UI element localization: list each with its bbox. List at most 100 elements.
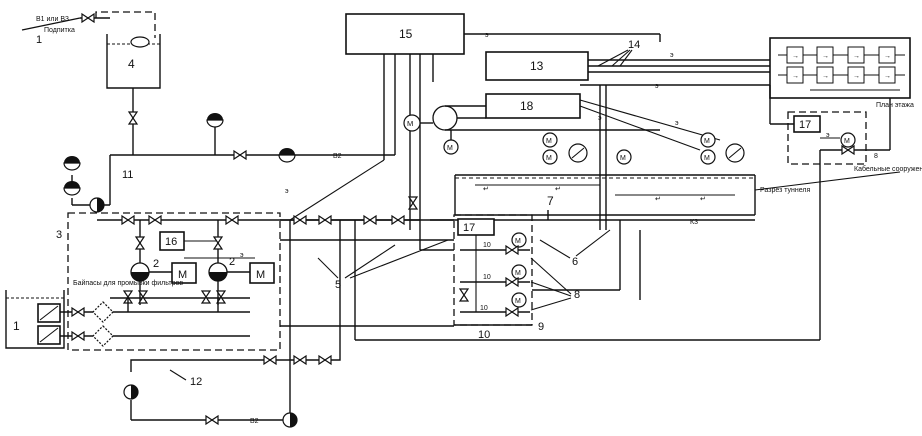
callout-12: 12 [190, 376, 202, 388]
ring-valve-1[interactable] [263, 355, 277, 365]
controller-18: 18 э э [485, 83, 770, 151]
filter-valve-2[interactable] [71, 331, 85, 341]
ring-main-12: В2 12 [123, 220, 341, 428]
lower-valve[interactable] [205, 415, 219, 425]
callout-2a: 2 [153, 258, 159, 270]
tunnel-label: Разрез туннеля [760, 187, 811, 194]
arrow-2: → [822, 53, 829, 60]
pressure-tank-top [206, 112, 224, 128]
motor-g3-glyph: М [515, 298, 521, 305]
group-valve-2[interactable] [505, 277, 519, 287]
callout-1: 1 [13, 319, 20, 333]
tank-4: 4 [106, 34, 161, 155]
arrow-7: → [853, 73, 860, 80]
dist-valve-1[interactable] [293, 215, 307, 225]
inlet-label: В1 или В3 [36, 16, 69, 23]
callout-10c: 10 [480, 305, 488, 312]
arrow-6: → [822, 73, 829, 80]
motor-r-glyph: М [844, 138, 850, 145]
dist-valve-3[interactable] [363, 215, 377, 225]
check-valve-left [89, 197, 105, 213]
callout-8a: 8 [874, 153, 878, 160]
bypass-label: Байпасы для промывки фильтров [73, 279, 183, 287]
inlet-valve[interactable] [81, 13, 95, 23]
arrow-3: → [853, 53, 860, 60]
signal-18: э [655, 83, 659, 90]
dist-valve-2[interactable] [318, 215, 332, 225]
pump-station-3: 3 2 М 16 э 2 М Байпасы для п [40, 212, 420, 351]
pipe-b2-lower: В2 [250, 418, 259, 425]
header-valve[interactable] [233, 150, 247, 160]
valve-group-17b: 17 э М 8 [769, 85, 891, 165]
motor-b-glyph: М [546, 138, 552, 145]
motor-f-glyph: М [704, 155, 710, 162]
motor-g1-glyph: М [515, 238, 521, 245]
callout-3: 3 [56, 229, 62, 241]
callout-14: 14 [628, 39, 640, 51]
callout-10d: 10 [478, 329, 490, 341]
motor-g2-glyph: М [515, 270, 521, 277]
reservoir-1: 1 [5, 290, 65, 349]
callout-5: 5 [335, 279, 341, 291]
arrow-5: → [792, 73, 799, 80]
motor-d-glyph: М [620, 155, 626, 162]
signal-diag: э [285, 188, 289, 195]
group-valve-1[interactable] [505, 245, 519, 255]
tunnel-section: ↵ ↵ ↵ ↵ 7 К3 Разрез туннеля [430, 174, 811, 226]
cable-label: Кабельные сооружения [854, 165, 922, 173]
arrow-4: → [884, 53, 891, 60]
bypass-valve-3[interactable] [201, 290, 211, 304]
callout-15: 15 [399, 27, 413, 41]
motor-box-1 [171, 262, 197, 284]
callout-11: 11 [122, 169, 133, 181]
callout-13: 13 [530, 59, 544, 73]
discharge-valve-3[interactable] [225, 215, 239, 225]
motor-2-glyph: М [256, 269, 265, 281]
floor-plan-label: План этажа [876, 102, 914, 109]
callout-2b: 2 [229, 256, 235, 268]
pump1-valve[interactable] [135, 236, 145, 250]
filter-1 [92, 301, 114, 323]
pipe-k3: К3 [690, 219, 698, 226]
callout-17a: 17 [463, 222, 475, 234]
floor-plan-grid: → → → → → → → → План этажа [769, 37, 914, 109]
callout-8b: 8 [574, 289, 580, 301]
discharge-valve-2[interactable] [148, 215, 162, 225]
signal-18b: э [675, 120, 679, 127]
fan-motor-glyph: М [407, 119, 413, 128]
signal-13: э [670, 52, 674, 59]
signal-15: э [485, 32, 489, 39]
check-valve-lower [123, 384, 139, 400]
valve-group-17: 17 М М М 10 10 10 8 9 [453, 214, 580, 333]
callout-17b: 17 [799, 119, 811, 131]
callout-4: 4 [128, 57, 135, 71]
pump2-valve[interactable] [213, 236, 223, 250]
filter-valve-1[interactable] [71, 307, 85, 317]
makeup-inlet: В1 или В3 Подпитка 1 [21, 11, 156, 46]
motor-a-glyph: М [447, 145, 453, 152]
controller-15: 15 э э [285, 13, 661, 250]
callout-16: 16 [165, 236, 177, 248]
ring-valve-2[interactable] [293, 355, 307, 365]
arrow-8: → [884, 73, 891, 80]
group-valve-3[interactable] [505, 307, 519, 317]
group-valve-v[interactable] [459, 288, 469, 302]
tunnel-arrow-2: ↵ [555, 186, 561, 193]
controller-13: 13 э 14 [485, 39, 770, 81]
tunnel-motors: М М М М М М э [443, 85, 745, 230]
tank-valve[interactable] [128, 111, 138, 125]
motor-e-glyph: М [704, 138, 710, 145]
tank-left-1 [63, 155, 81, 171]
callouts-5-6: 5 6 [317, 229, 611, 291]
callout-1-top: 1 [36, 34, 42, 46]
arrow-1: → [792, 53, 799, 60]
callout-9: 9 [538, 321, 544, 333]
ring-valve-3[interactable] [318, 355, 332, 365]
discharge-valve-1[interactable] [121, 215, 135, 225]
pressure-tank-mid [278, 147, 296, 163]
tunnel-arrow-4: ↵ [700, 196, 706, 203]
fan-assembly: М [403, 105, 486, 132]
dist-valve-4[interactable] [391, 215, 405, 225]
filter-2 [92, 325, 114, 347]
